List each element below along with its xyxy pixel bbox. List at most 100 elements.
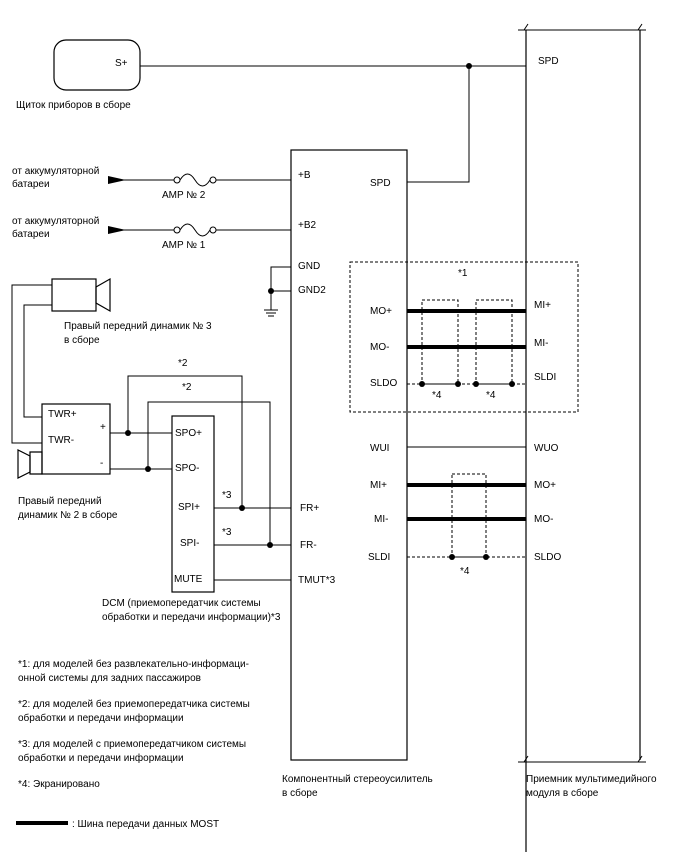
shield-mark-c: *4 bbox=[460, 566, 470, 577]
note2-mark-a: *2 bbox=[178, 358, 188, 369]
wuo-label: WUO bbox=[534, 443, 559, 454]
footnote2-a: *2: для моделей без приемопередатчика си… bbox=[18, 698, 250, 710]
dcm-box bbox=[171, 415, 215, 593]
stereo-amplifier-box bbox=[290, 149, 408, 761]
gnd-pin-label: GND bbox=[298, 261, 320, 272]
mi-plus-right-label: MI+ bbox=[534, 300, 551, 311]
junction-dot bbox=[267, 542, 273, 548]
spi-minus-label: SPI- bbox=[180, 538, 199, 549]
speaker3-label-b: в сборе bbox=[64, 334, 100, 346]
fuse-amp1-label: AMP № 1 bbox=[162, 240, 206, 251]
spd-pin-label: SPD bbox=[370, 178, 391, 189]
speaker-icon bbox=[17, 449, 31, 479]
speaker-icon bbox=[95, 277, 111, 313]
note2-mark-b: *2 bbox=[182, 382, 192, 393]
mo-minus-label: MO- bbox=[370, 342, 389, 353]
spd-branch-line bbox=[407, 66, 470, 183]
speaker3-wire bbox=[23, 304, 52, 418]
spd-receiver-label: SPD bbox=[538, 56, 559, 67]
twr-plus-label: TWR+ bbox=[48, 409, 77, 420]
plus-sign: + bbox=[100, 422, 106, 433]
sldo-label: SLDO bbox=[370, 378, 397, 389]
receiver-label-a: Приемник мультимедийного bbox=[526, 774, 657, 785]
junction-dot bbox=[509, 381, 515, 387]
fr-minus-label: FR- bbox=[300, 540, 317, 551]
b-pin-label: +B bbox=[298, 170, 311, 181]
footnote1-b: онной системы для задних пассажиров bbox=[18, 673, 201, 684]
mo-minus-right-label: MO- bbox=[534, 514, 553, 525]
shield-mark-a: *4 bbox=[432, 390, 442, 401]
break-mark bbox=[523, 755, 529, 763]
fr-plus-label: FR+ bbox=[300, 503, 319, 514]
gnd2-pin-label: GND2 bbox=[298, 285, 326, 296]
fuse-icon bbox=[179, 173, 211, 187]
shield-box bbox=[421, 299, 459, 385]
junction-dot bbox=[239, 505, 245, 511]
amplifier-label-b: в сборе bbox=[282, 787, 318, 799]
legend-label: : Шина передачи данных MOST bbox=[72, 819, 219, 830]
footnote2-b: обработки и передачи информации bbox=[18, 712, 184, 724]
mi-minus-label: MI- bbox=[374, 514, 388, 525]
speaker3-body bbox=[51, 278, 97, 312]
junction-dot bbox=[268, 288, 274, 294]
fuse-terminal bbox=[173, 226, 181, 234]
note3-mark-a: *3 bbox=[222, 490, 232, 501]
junction-dot bbox=[419, 381, 425, 387]
instrument-cluster-label: Щиток приборов в сборе bbox=[16, 99, 131, 111]
battery-label-1a: от аккумуляторной bbox=[12, 166, 99, 177]
junction-dot bbox=[483, 554, 489, 560]
dcm-label-a: DCM (приемопередатчик системы bbox=[102, 598, 261, 609]
break-mark bbox=[637, 23, 643, 31]
instrument-cluster-box bbox=[53, 39, 141, 91]
speaker2-label-a: Правый передний bbox=[18, 496, 102, 507]
footnote3-b: обработки и передачи информации bbox=[18, 752, 184, 764]
battery-label-2a: от аккумуляторной bbox=[12, 216, 99, 227]
mo-plus-label: MO+ bbox=[370, 306, 392, 317]
twr-minus-label: TWR- bbox=[48, 435, 74, 446]
footnote3-a: *3: для моделей с приемопередатчиком сис… bbox=[18, 739, 246, 750]
s-plus-label: S+ bbox=[115, 58, 128, 69]
bypass-wire-plus bbox=[127, 375, 243, 508]
speaker2-label-b: динамик № 2 в сборе bbox=[18, 509, 118, 521]
shield-box bbox=[475, 299, 513, 385]
fuse-amp2-label: AMP № 2 bbox=[162, 190, 206, 201]
fuse-terminal bbox=[173, 176, 181, 184]
spo-minus-label: SPO- bbox=[175, 463, 199, 474]
wui-label: WUI bbox=[370, 443, 389, 454]
junction-dot bbox=[455, 381, 461, 387]
shield-box bbox=[451, 473, 487, 558]
battery-label-1b: батареи bbox=[12, 178, 50, 190]
fuse-terminal bbox=[209, 226, 217, 234]
note1-mark: *1 bbox=[458, 268, 468, 279]
footnote1-a: *1: для моделей без развлекательно-инфор… bbox=[18, 658, 249, 670]
footnote4: *4: Экранировано bbox=[18, 779, 100, 790]
ground-wire bbox=[270, 266, 291, 310]
dcm-label-b: обработки и передачи информации)*3 bbox=[102, 611, 281, 623]
break-mark bbox=[523, 23, 529, 31]
speaker2-box bbox=[41, 403, 111, 475]
speaker3-label-a: Правый передний динамик № 3 bbox=[64, 321, 212, 332]
spo-plus-label: SPO+ bbox=[175, 428, 202, 439]
battery-label-2b: батареи bbox=[12, 228, 50, 240]
mi-minus-right-label: MI- bbox=[534, 338, 548, 349]
spi-plus-label: SPI+ bbox=[178, 502, 200, 513]
sldi-label: SLDI bbox=[368, 552, 390, 563]
fuse-terminal bbox=[209, 176, 217, 184]
mi-plus-label: MI+ bbox=[370, 480, 387, 491]
sldi-right-label: SLDI bbox=[534, 372, 556, 383]
amplifier-label-a: Компонентный стереоусилитель bbox=[282, 774, 433, 785]
speaker2-body bbox=[29, 451, 43, 475]
tmut-label: TMUT*3 bbox=[298, 575, 336, 586]
speaker3-wire bbox=[11, 284, 52, 444]
mo-plus-right-label: MO+ bbox=[534, 480, 556, 491]
receiver-label-b: модуля в сборе bbox=[526, 787, 599, 799]
break-mark bbox=[637, 755, 643, 763]
bypass-wire-minus bbox=[147, 401, 271, 545]
minus-sign: - bbox=[100, 458, 103, 469]
junction-dot bbox=[449, 554, 455, 560]
sldo-right-label: SLDO bbox=[534, 552, 561, 563]
b2-pin-label: +B2 bbox=[298, 220, 317, 231]
region-note1 bbox=[349, 261, 579, 413]
mute-label: MUTE bbox=[174, 574, 203, 585]
